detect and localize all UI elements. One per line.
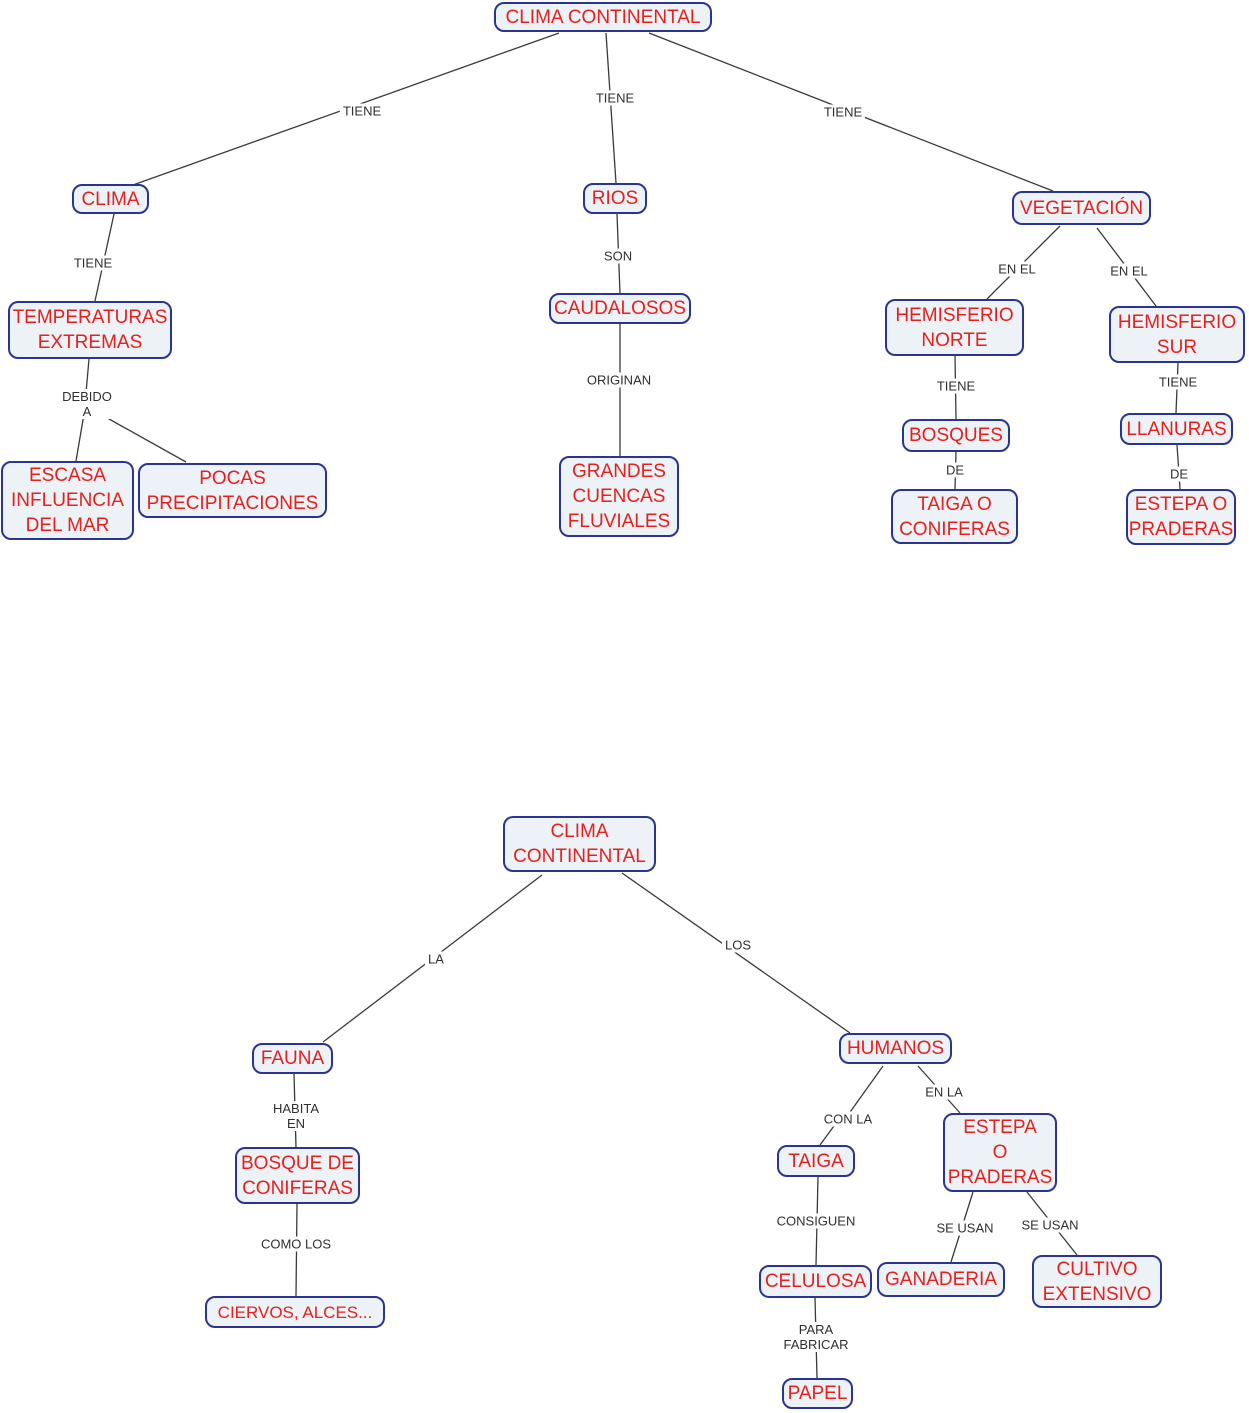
node-bosques[interactable]: BOSQUES <box>902 419 1010 452</box>
link-label-la[interactable]: LA <box>425 951 447 967</box>
node-clima-continental-bottom[interactable]: CLIMA CONTINENTAL <box>503 816 656 872</box>
link-label-de-norte[interactable]: DE <box>942 462 968 478</box>
link-label-habita-en[interactable]: HABITA EN <box>270 1101 322 1131</box>
node-estepa-o-praderas[interactable]: ESTEPA O PRADERAS <box>1126 489 1236 545</box>
link-label-como-los[interactable]: COMO LOS <box>257 1236 335 1252</box>
link-label-tiene-sur[interactable]: TIENE <box>1155 374 1201 390</box>
node-pocas-precipitaciones[interactable]: POCAS PRECIPITACIONES <box>138 463 327 518</box>
node-ciervos-alces[interactable]: CIERVOS, ALCES... <box>205 1296 385 1328</box>
node-escasa-influencia-del-mar[interactable]: ESCASA INFLUENCIA DEL MAR <box>1 461 134 540</box>
link-label-los[interactable]: LOS <box>721 937 755 953</box>
link-label-en-el-norte[interactable]: EN EL <box>995 261 1039 277</box>
link-label-originan[interactable]: ORIGINAN <box>583 372 655 388</box>
node-llanuras[interactable]: LLANURAS <box>1120 413 1233 445</box>
node-ganaderia[interactable]: GANADERIA <box>877 1262 1005 1297</box>
link-label-para-fabricar[interactable]: PARA FABRICAR <box>780 1322 852 1352</box>
node-caudalosos[interactable]: CAUDALOSOS <box>549 293 691 324</box>
node-clima-continental-top[interactable]: CLIMA CONTINENTAL <box>494 2 712 32</box>
link-label-debido-a[interactable]: DEBIDO A <box>59 389 115 419</box>
link-label-con-la[interactable]: CON LA <box>820 1111 876 1127</box>
link-label-en-el-sur[interactable]: EN EL <box>1107 263 1151 279</box>
node-vegetacion[interactable]: VEGETACIÓN <box>1012 191 1151 225</box>
link-label-tiene-right[interactable]: TIENE <box>820 104 866 120</box>
link-label-tiene-mid[interactable]: TIENE <box>592 90 638 106</box>
node-grandes-cuencas-fluviales[interactable]: GRANDES CUENCAS FLUVIALES <box>559 456 679 537</box>
link-label-tiene-clima[interactable]: TIENE <box>70 255 116 271</box>
node-bosque-de-coniferas[interactable]: BOSQUE DE CONIFERAS <box>235 1147 360 1204</box>
node-taiga[interactable]: TAIGA <box>777 1145 855 1177</box>
node-papel[interactable]: PAPEL <box>782 1378 853 1409</box>
node-humanos[interactable]: HUMANOS <box>839 1033 952 1064</box>
node-rios[interactable]: RIOS <box>583 183 647 214</box>
link-label-de-sur[interactable]: DE <box>1166 466 1192 482</box>
node-celulosa[interactable]: CELULOSA <box>759 1265 872 1298</box>
link-label-tiene-left[interactable]: TIENE <box>339 103 385 119</box>
node-hemisferio-sur[interactable]: HEMISFERIO SUR <box>1109 306 1245 363</box>
node-taiga-o-coniferas[interactable]: TAIGA O CONIFERAS <box>891 489 1018 544</box>
link-label-consiguen[interactable]: CONSIGUEN <box>773 1213 859 1229</box>
node-fauna[interactable]: FAUNA <box>252 1043 333 1074</box>
link-label-se-usan-cultivo[interactable]: SE USAN <box>1018 1217 1082 1233</box>
link-label-se-usan-ganaderia[interactable]: SE USAN <box>933 1220 997 1236</box>
node-estepa-o-praderas-bottom[interactable]: ESTEPA O PRADERAS <box>943 1113 1057 1192</box>
node-temperaturas-extremas[interactable]: TEMPERATURAS EXTREMAS <box>8 301 172 359</box>
node-clima[interactable]: CLIMA <box>72 184 149 214</box>
node-hemisferio-norte[interactable]: HEMISFERIO NORTE <box>885 299 1024 356</box>
node-cultivo-extensivo[interactable]: CULTIVO EXTENSIVO <box>1032 1255 1162 1308</box>
link-label-tiene-norte[interactable]: TIENE <box>933 378 979 394</box>
link-label-son[interactable]: SON <box>600 248 636 264</box>
link-label-en-la[interactable]: EN LA <box>922 1084 966 1100</box>
